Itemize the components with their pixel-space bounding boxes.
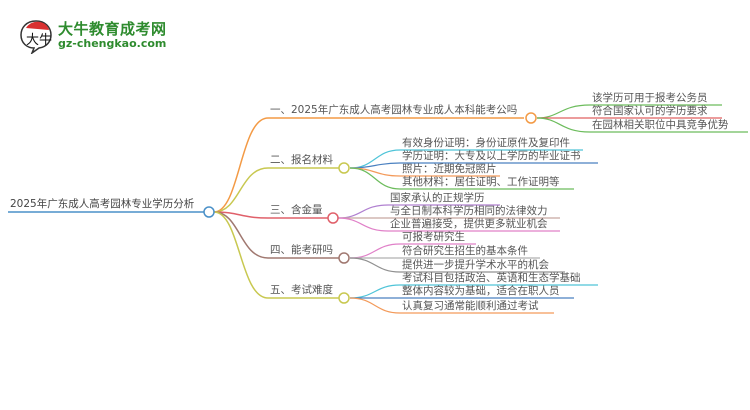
branch-4-child-2[interactable]: 符合研究生招生的基本条件 [402,245,528,257]
branch-1-child-2[interactable]: 符合国家认可的学历要求 [592,105,708,117]
logo-title: 大牛教育成考网 [58,20,167,38]
branch-2-child-4[interactable]: 其他材料：居住证明、工作证明等 [402,176,560,188]
branch-3-topic[interactable]: 三、含金量 [270,204,323,216]
branch-4-child-1[interactable]: 可报考研究生 [402,231,465,243]
svg-text:大牛: 大牛 [26,33,52,48]
branch-2-topic[interactable]: 二、报名材料 [270,154,333,166]
branch-2-child-1[interactable]: 有效身份证明：身份证原件及复印件 [402,137,570,149]
branch-5-child-1[interactable]: 考试科目包括政治、英语和生态学基础 [402,272,581,284]
branch-2-child-2[interactable]: 学历证明：大专及以上学历的毕业证书 [402,150,581,162]
branch-1-child-1[interactable]: 该学历可用于报考公务员 [592,92,708,104]
branch-5-child-3[interactable]: 认真复习通常能顺利通过考试 [402,300,539,312]
branch-4-child-3[interactable]: 提供进一步提升学术水平的机会 [402,259,549,271]
logo-url: gz-chengkao.com [58,37,167,50]
branch-3-child-1[interactable]: 国家承认的正规学历 [390,192,485,204]
branch-1-child-3[interactable]: 在园林相关职位中具竞争优势 [592,119,729,131]
branch-2-child-3[interactable]: 照片：近期免冠照片 [402,163,497,175]
site-logo[interactable]: 大牛 大牛教育成考网 gz-chengkao.com [18,16,208,56]
branch-1-topic[interactable]: 一、2025年广东成人高考园林专业成人本科能考公吗 [270,104,518,116]
branch-4-topic[interactable]: 四、能考研吗 [270,244,333,256]
root-topic[interactable]: 2025年广东成人高考园林专业学历分析 [10,198,195,210]
branch-5-child-2[interactable]: 整体内容较为基础，适合在职人员 [402,285,560,297]
branch-5-topic[interactable]: 五、考试难度 [270,284,333,296]
root-node-circle [203,206,215,218]
logo-ox-icon: 大牛 [20,20,52,54]
branch-3-child-2[interactable]: 与全日制本科学历相同的法律效力 [390,205,548,217]
branch-3-child-3[interactable]: 企业普遍接受，提供更多就业机会 [390,218,548,230]
